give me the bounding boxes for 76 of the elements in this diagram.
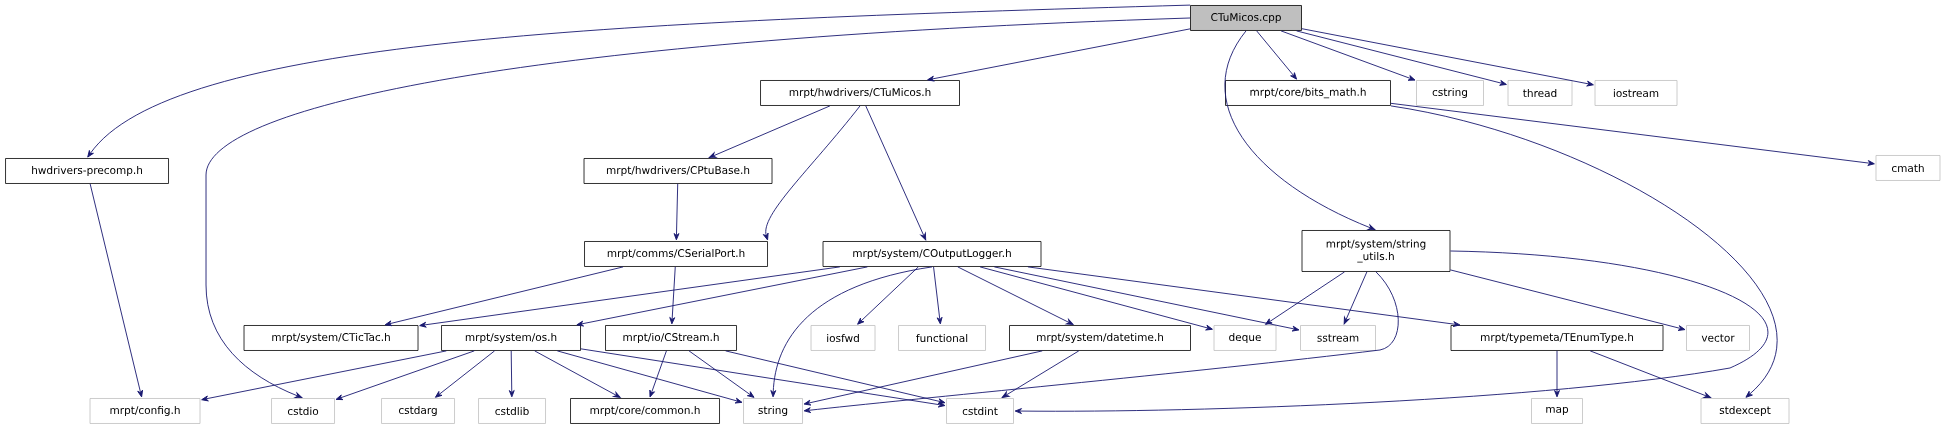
header-box: mrpt/system/datetime.h bbox=[1009, 325, 1191, 351]
header-box: iostream bbox=[1594, 80, 1678, 106]
header-box: mrpt/io/CStream.h bbox=[605, 325, 737, 351]
header-box: mrpt/system/CTicTac.h bbox=[243, 325, 419, 351]
arrow bbox=[857, 266, 919, 325]
arrow bbox=[725, 350, 946, 405]
arrow bbox=[1301, 28, 1594, 87]
header-box: cstdint bbox=[946, 398, 1014, 424]
arrow bbox=[576, 266, 868, 327]
header-box: CTuMicos.cpp bbox=[1190, 5, 1302, 31]
arrow bbox=[1589, 350, 1712, 399]
arrow bbox=[803, 271, 1399, 414]
arrow bbox=[770, 266, 933, 398]
arrow bbox=[1027, 266, 1461, 327]
arrow bbox=[1343, 271, 1368, 325]
header-box: vector bbox=[1686, 325, 1750, 351]
arrow bbox=[993, 266, 1300, 332]
header-box: sstream bbox=[1300, 325, 1376, 351]
arrow bbox=[1390, 102, 1875, 166]
arrow bbox=[979, 266, 1213, 331]
arrow bbox=[434, 350, 496, 398]
arrow bbox=[708, 105, 831, 159]
header-box: map bbox=[1531, 398, 1583, 424]
arrow bbox=[669, 266, 676, 325]
arrow bbox=[1265, 271, 1345, 325]
arrow bbox=[865, 105, 927, 241]
arrow bbox=[1390, 105, 1778, 398]
arrow bbox=[419, 266, 841, 328]
header-box: string bbox=[743, 398, 803, 424]
header-box: cstdarg bbox=[381, 398, 455, 424]
header-box: iosfwd bbox=[810, 325, 876, 351]
arrow bbox=[87, 4, 1191, 158]
header-box: mrpt/system/os.h bbox=[441, 325, 581, 351]
arrow bbox=[1280, 30, 1416, 81]
header-box: mrpt/config.h bbox=[89, 398, 201, 424]
arrow bbox=[556, 350, 743, 404]
header-box: mrpt/comms/CSerialPort.h bbox=[584, 241, 768, 267]
arrow bbox=[1296, 30, 1507, 86]
header-box: mrpt/core/common.h bbox=[570, 398, 720, 424]
header-box: mrpt/typemeta/TEnumType.h bbox=[1450, 325, 1664, 351]
arrow bbox=[335, 350, 475, 401]
arrow bbox=[1256, 30, 1297, 80]
header-box: functional bbox=[898, 325, 986, 351]
header-box: mrpt/hwdrivers/CPtuBase.h bbox=[583, 158, 773, 184]
arrow bbox=[803, 350, 1043, 406]
header-box: mrpt/system/string _utils.h bbox=[1301, 230, 1451, 272]
arrow bbox=[1014, 250, 1769, 414]
header-box: cmath bbox=[1875, 155, 1941, 181]
arrow bbox=[957, 266, 1074, 325]
header-box: deque bbox=[1213, 325, 1277, 351]
arrow bbox=[762, 105, 861, 241]
arrow bbox=[508, 350, 515, 398]
header-box: stdexcept bbox=[1700, 398, 1790, 424]
arrow bbox=[933, 266, 943, 325]
arrow bbox=[1554, 350, 1560, 398]
header-box: mrpt/system/COutputLogger.h bbox=[822, 241, 1042, 267]
arrow bbox=[205, 17, 1191, 399]
header-box: cstring bbox=[1416, 80, 1484, 106]
header-box: hwdrivers-precomp.h bbox=[5, 158, 169, 184]
arrow bbox=[89, 183, 143, 398]
arrow bbox=[534, 350, 621, 398]
header-box: mrpt/hwdrivers/CTuMicos.h bbox=[760, 80, 960, 106]
arrow bbox=[384, 266, 624, 327]
arrow bbox=[1001, 350, 1080, 398]
arrow bbox=[1224, 30, 1376, 231]
arrow bbox=[1449, 269, 1686, 331]
arrow bbox=[649, 350, 667, 398]
arrow bbox=[927, 28, 1191, 82]
arrow bbox=[201, 350, 447, 402]
arrow bbox=[688, 350, 755, 398]
header-box: mrpt/core/bits_math.h bbox=[1225, 80, 1391, 106]
header-box: thread bbox=[1507, 80, 1573, 106]
header-box: cstdlib bbox=[478, 398, 546, 424]
arrow bbox=[673, 183, 680, 241]
arrow bbox=[580, 348, 946, 408]
header-box: cstdio bbox=[271, 398, 335, 424]
